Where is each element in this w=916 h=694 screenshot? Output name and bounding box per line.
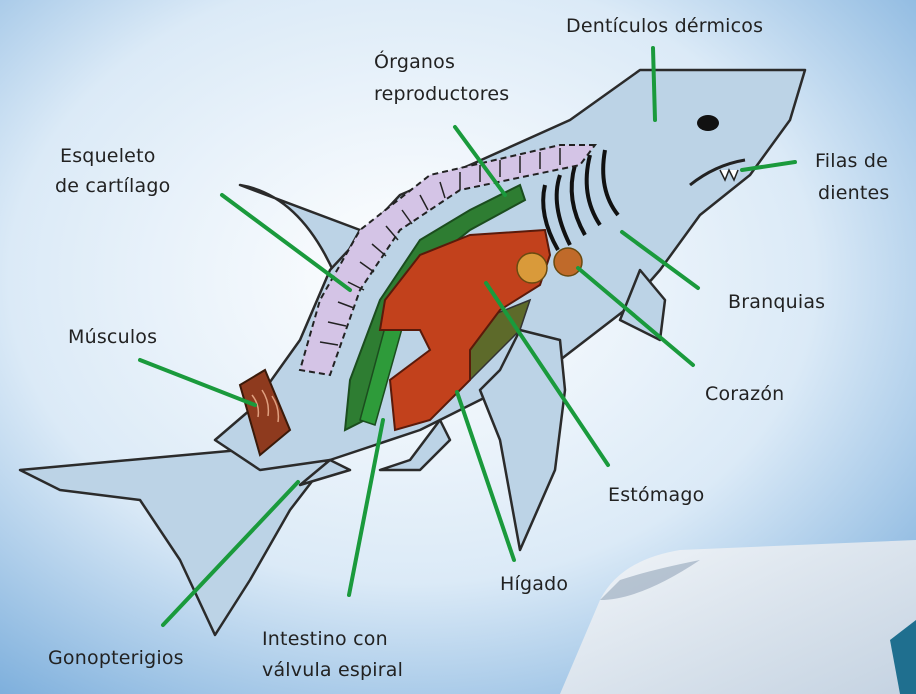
label-intestino-line2: válvula espiral bbox=[262, 657, 403, 684]
label-estomago: Estómago bbox=[608, 482, 704, 509]
label-gonopterigios: Gonopterigios bbox=[48, 645, 184, 672]
label-musculos: Músculos bbox=[68, 324, 157, 351]
label-esqueleto-line1: Esqueleto bbox=[60, 143, 156, 170]
label-esqueleto-line2: de cartílago bbox=[55, 173, 170, 200]
label-denticulos-dermicos: Dentículos dérmicos bbox=[566, 13, 763, 40]
label-branquias: Branquias bbox=[728, 289, 825, 316]
label-corazon: Corazón bbox=[705, 381, 784, 408]
label-organos-line2: reproductores bbox=[374, 81, 509, 108]
label-filas-line1: Filas de bbox=[815, 148, 888, 175]
label-organos-line1: Órganos bbox=[374, 49, 455, 76]
label-intestino-line1: Intestino con bbox=[262, 626, 388, 653]
line-denticulos bbox=[653, 48, 655, 120]
label-filas-line2: dientes bbox=[818, 180, 890, 207]
shark-eye bbox=[697, 115, 719, 131]
label-higado: Hígado bbox=[500, 571, 568, 598]
